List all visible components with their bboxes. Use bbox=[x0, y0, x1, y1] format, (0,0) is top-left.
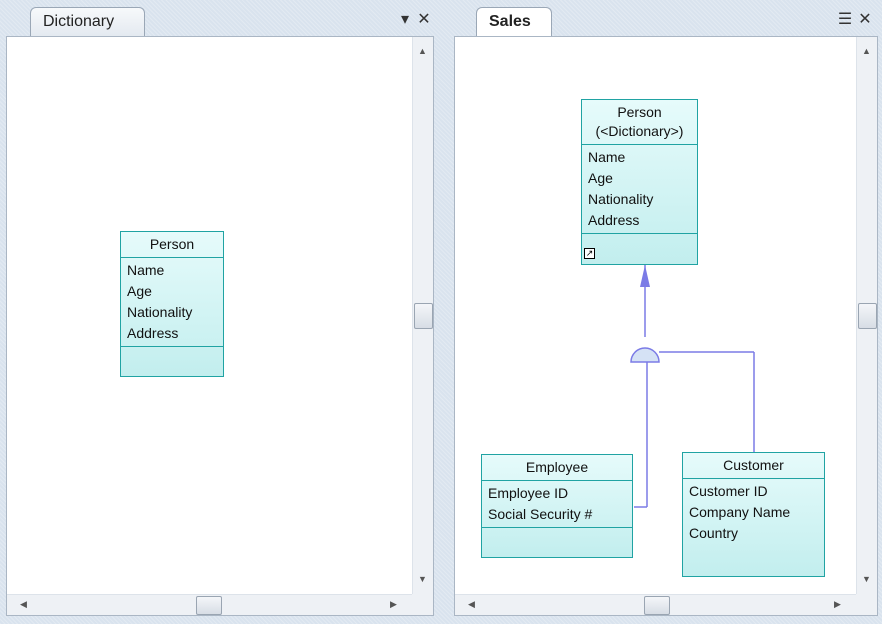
scroll-left-icon[interactable]: ◀ bbox=[468, 599, 475, 609]
horizontal-scrollbar[interactable]: ◀ ▶ bbox=[7, 594, 412, 615]
attribute: Social Security # bbox=[488, 506, 593, 522]
dictionary-diagram-frame: Person Name Age Nationality Address ▲ ▼ … bbox=[6, 36, 434, 616]
attribute: Nationality bbox=[588, 191, 654, 207]
scroll-corner bbox=[856, 594, 877, 615]
vertical-scrollbar[interactable]: ▲ ▼ bbox=[856, 37, 877, 594]
scroll-up-icon[interactable]: ▲ bbox=[862, 46, 871, 56]
class-attributes: Name Age Nationality Address bbox=[582, 145, 697, 234]
generalization-node bbox=[630, 347, 660, 363]
attribute: Country bbox=[689, 525, 739, 541]
class-title-origin: (<Dictionary>) bbox=[595, 123, 684, 139]
attribute: Address bbox=[127, 325, 179, 341]
class-title: Person bbox=[121, 232, 223, 258]
dictionary-canvas[interactable]: Person Name Age Nationality Address bbox=[7, 37, 412, 594]
class-operations bbox=[482, 528, 632, 552]
attribute: Company Name bbox=[689, 504, 791, 520]
class-person[interactable]: Person (<Dictionary>) Name Age Nationali… bbox=[581, 99, 698, 265]
inheritance-links bbox=[630, 265, 755, 508]
class-customer[interactable]: Customer Customer ID Company Name Countr… bbox=[682, 452, 825, 577]
scroll-thumb[interactable] bbox=[414, 303, 433, 329]
scroll-right-icon[interactable]: ▶ bbox=[834, 599, 841, 609]
scroll-up-icon[interactable]: ▲ bbox=[418, 46, 427, 56]
class-attributes: Customer ID Company Name Country bbox=[683, 479, 824, 546]
sales-canvas[interactable]: Person (<Dictionary>) Name Age Nationali… bbox=[455, 37, 856, 594]
class-attributes: Employee ID Social Security # bbox=[482, 481, 632, 528]
horizontal-scrollbar[interactable]: ◀ ▶ bbox=[455, 594, 856, 615]
scroll-thumb[interactable] bbox=[196, 596, 222, 615]
class-operations bbox=[121, 347, 223, 371]
attribute: Nationality bbox=[127, 304, 193, 320]
scroll-corner bbox=[412, 594, 433, 615]
sales-diagram-frame: Person (<Dictionary>) Name Age Nationali… bbox=[454, 36, 878, 616]
attribute: Name bbox=[588, 149, 626, 165]
scroll-thumb[interactable] bbox=[644, 596, 670, 615]
attribute: Employee ID bbox=[488, 485, 569, 501]
close-icon[interactable]: ✕ bbox=[417, 11, 431, 28]
class-title: Person (<Dictionary>) bbox=[582, 100, 697, 145]
triangle-down-icon[interactable]: ▾ bbox=[400, 11, 410, 28]
attribute: Address bbox=[588, 212, 640, 228]
scroll-thumb[interactable] bbox=[858, 303, 877, 329]
tab-sales[interactable]: Sales bbox=[476, 7, 552, 37]
class-person[interactable]: Person Name Age Nationality Address bbox=[120, 231, 224, 377]
tab-dictionary[interactable]: Dictionary bbox=[30, 7, 145, 37]
scroll-right-icon[interactable]: ▶ bbox=[390, 599, 397, 609]
close-icon[interactable]: ✕ bbox=[858, 11, 872, 28]
class-title: Customer bbox=[683, 453, 824, 479]
attribute: Customer ID bbox=[689, 483, 768, 499]
attribute: Age bbox=[588, 170, 613, 186]
scroll-down-icon[interactable]: ▼ bbox=[862, 574, 871, 584]
tab-dictionary-label: Dictionary bbox=[43, 13, 115, 30]
class-title: Employee bbox=[482, 455, 632, 481]
class-employee[interactable]: Employee Employee ID Social Security # bbox=[481, 454, 633, 558]
dictionary-panel: Dictionary ▾ ✕ Person Name Age Nationali… bbox=[0, 0, 440, 624]
attribute: Name bbox=[127, 262, 165, 278]
generalization-arrowhead-icon bbox=[640, 265, 650, 287]
shortcut-arrow-icon: ↗ bbox=[584, 248, 595, 259]
sales-panel: Sales ☰ ✕ Person (<Dictionary>) bbox=[446, 0, 882, 624]
class-title-name: Person bbox=[617, 104, 662, 120]
class-attributes: Name Age Nationality Address bbox=[121, 258, 223, 347]
menu-dropdown-icon[interactable]: ☰ bbox=[837, 11, 853, 28]
class-operations: ↗ bbox=[582, 234, 697, 260]
scroll-left-icon[interactable]: ◀ bbox=[20, 599, 27, 609]
tab-sales-label: Sales bbox=[489, 13, 531, 30]
attribute: Age bbox=[127, 283, 152, 299]
scroll-down-icon[interactable]: ▼ bbox=[418, 574, 427, 584]
vertical-scrollbar[interactable]: ▲ ▼ bbox=[412, 37, 433, 594]
